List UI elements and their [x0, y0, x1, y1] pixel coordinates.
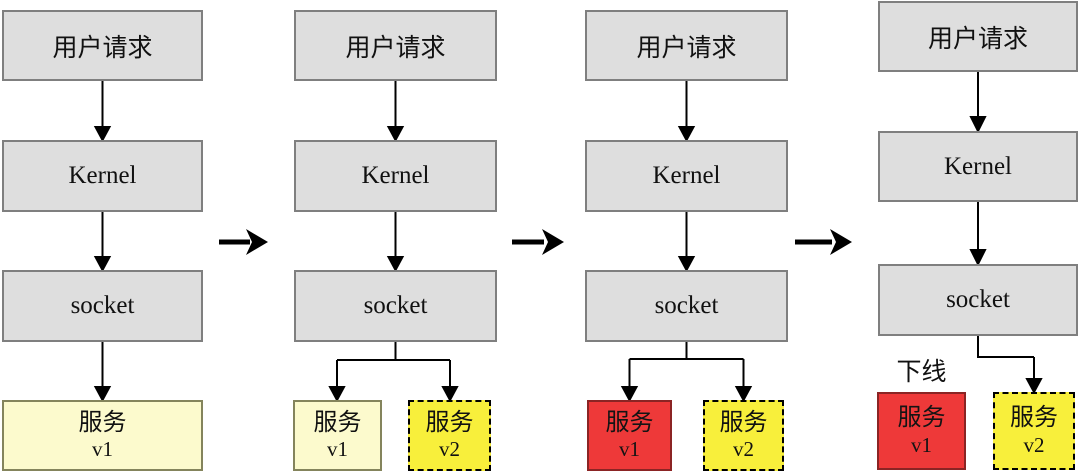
stage2-user-request-box: 用户请求 [294, 10, 497, 81]
stage3-service-v1-box: 服务 v1 [587, 400, 672, 471]
stage3-user-request-label: 用户请求 [636, 34, 737, 62]
stage1-service-v1-box: 服务 v1 [2, 400, 203, 471]
stage1-kernel-box: Kernel [2, 140, 203, 212]
stage4-user-request-label: 用户请求 [927, 25, 1028, 53]
stage3-service-v1-version: v1 [619, 437, 640, 462]
offline-annotation: 下线 [896, 359, 947, 386]
stage-transition-arrows [219, 229, 852, 255]
stage1-service-v1-name: 服务 [78, 409, 127, 436]
stage3-user-request-box: 用户请求 [585, 10, 788, 81]
stage4-service-v1-name: 服务 [897, 405, 946, 431]
transition-arrow-3-head [830, 229, 852, 255]
stage3-service-v1-name: 服务 [605, 409, 654, 436]
stage4-kernel-box: Kernel [878, 131, 1078, 202]
stage4-kernel-label: Kernel [943, 152, 1013, 180]
stage2-service-v2-name: 服务 [425, 409, 474, 436]
stage4-service-v1-version: v1 [911, 432, 932, 457]
stage3-service-v2-box: 服务 v2 [703, 400, 784, 471]
transition-arrow-1-head [246, 229, 268, 255]
stage4-arrows [969, 72, 1043, 395]
stage3-service-v2-version: v2 [733, 437, 754, 462]
stage3-socket-box: socket [585, 270, 788, 342]
stage2-service-v1-name: 服务 [313, 409, 362, 436]
stage1-socket-box: socket [2, 270, 203, 342]
stage1-socket-label: socket [70, 292, 135, 319]
stage2-service-v2-box: 服务 v2 [408, 400, 491, 471]
stage3-kernel-label: Kernel [652, 162, 721, 189]
stage2-kernel-label: Kernel [361, 162, 430, 189]
stage4-service-v1-box: 服务 v1 [877, 392, 966, 470]
stage2-arrows [328, 81, 459, 403]
stage1-kernel-label: Kernel [68, 162, 137, 189]
stage1-service-v1-version: v1 [92, 437, 113, 462]
stage2-kernel-box: Kernel [294, 140, 497, 212]
stage4-service-v2-box: 服务 v2 [993, 392, 1075, 470]
stage3-kernel-box: Kernel [585, 140, 788, 212]
stage2-service-v2-version: v2 [439, 437, 460, 462]
stage2-service-v1-version: v1 [327, 437, 348, 462]
stage2-socket-box: socket [294, 270, 497, 342]
stage4-service-v2-name: 服务 [1010, 405, 1058, 431]
stage4-user-request-box: 用户请求 [878, 1, 1078, 72]
stage2-socket-label: socket [363, 292, 428, 319]
stage2-user-request-label: 用户请求 [345, 34, 446, 62]
stage3-arrows [620, 81, 753, 403]
stage1-user-request-label: 用户请求 [52, 34, 153, 62]
stage4-socket-box: socket [878, 264, 1078, 336]
stage2-service-v1-box: 服务 v1 [293, 400, 382, 471]
transition-arrow-2-head [542, 229, 564, 255]
stage1-arrows [93, 81, 112, 403]
stage4-service-v2-version: v2 [1023, 432, 1045, 457]
stage1-user-request-box: 用户请求 [2, 10, 203, 81]
stage4-socket-label: socket [946, 286, 1010, 313]
stage3-socket-label: socket [654, 292, 719, 319]
stage3-service-v2-name: 服务 [719, 409, 768, 436]
